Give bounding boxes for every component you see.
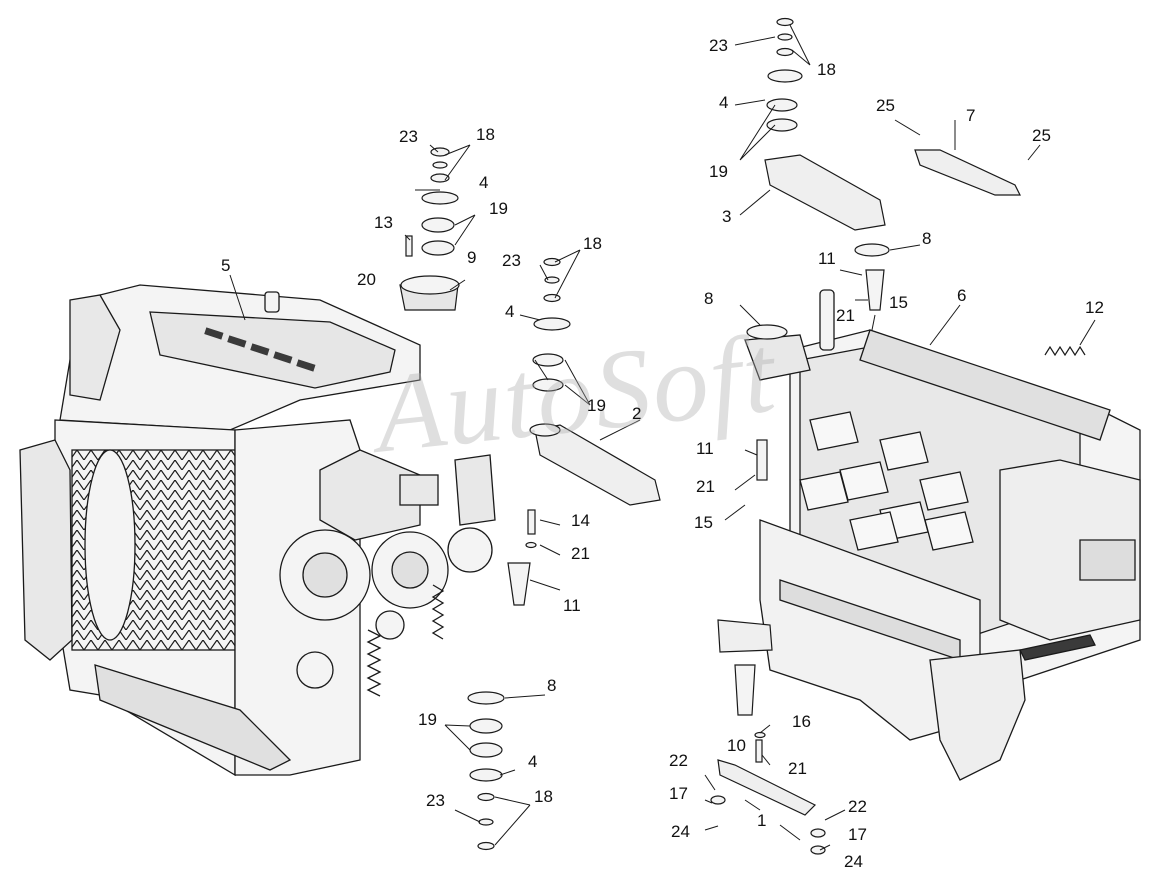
callout-12: 12 — [1085, 298, 1104, 317]
lever-part-2 — [534, 424, 661, 506]
callout-21: 21 — [836, 306, 855, 325]
callout-19: 19 — [587, 396, 606, 415]
arm-part-3 — [764, 154, 886, 231]
rod-part-1 — [717, 759, 817, 816]
callout-11: 11 — [696, 439, 714, 458]
callout-5: 5 — [221, 256, 231, 275]
callout-22: 22 — [848, 797, 867, 816]
callout-23: 23 — [399, 127, 418, 146]
right-housing-assembly — [744, 289, 1141, 781]
callout-18: 18 — [583, 234, 602, 253]
callout-24: 24 — [671, 822, 690, 841]
callout-18: 18 — [476, 125, 495, 144]
callout-4: 4 — [479, 173, 489, 192]
callout-17: 17 — [669, 784, 688, 803]
callout-6: 6 — [957, 286, 967, 305]
callout-11: 11 — [563, 596, 581, 615]
callout-16: 16 — [792, 712, 811, 731]
callout-2: 2 — [632, 404, 642, 423]
callout-20: 20 — [357, 270, 376, 289]
left-top-stack — [399, 147, 460, 311]
callout-8: 8 — [704, 289, 714, 308]
callout-18: 18 — [534, 787, 553, 806]
bottom-left-stack — [467, 691, 505, 851]
callout-13: 13 — [374, 213, 393, 232]
callout-19: 19 — [489, 199, 508, 218]
callout-11: 11 — [818, 249, 836, 268]
callout-23: 23 — [709, 36, 728, 55]
callout-10: 10 — [727, 736, 746, 755]
callout-18: 18 — [817, 60, 836, 79]
callout-25: 25 — [876, 96, 895, 115]
callout-4: 4 — [528, 752, 538, 771]
callout-25: 25 — [1032, 126, 1051, 145]
rod-part-7 — [914, 149, 1021, 196]
callout-21: 21 — [696, 477, 715, 496]
callout-7: 7 — [966, 106, 976, 125]
callout-8: 8 — [547, 676, 557, 695]
callout-8: 8 — [922, 229, 932, 248]
leader-lines — [229, 24, 1096, 851]
callout-19: 19 — [709, 162, 728, 181]
callout-1: 1 — [757, 811, 767, 830]
callout-23: 23 — [426, 791, 445, 810]
left-housing-assembly — [19, 284, 496, 777]
middle-stack — [532, 257, 571, 392]
callout-15: 15 — [694, 513, 713, 532]
callout-21: 21 — [571, 544, 590, 563]
callout-14: 14 — [571, 511, 590, 530]
callout-4: 4 — [505, 302, 515, 321]
callout-19: 19 — [418, 710, 437, 729]
callout-22: 22 — [669, 751, 688, 770]
callout-24: 24 — [844, 852, 863, 871]
callout-17: 17 — [848, 825, 867, 844]
right-top-stack — [766, 17, 803, 132]
callout-23: 23 — [502, 251, 521, 270]
callout-15: 15 — [889, 293, 908, 312]
callout-9: 9 — [467, 248, 477, 267]
bracket-part-10 — [717, 619, 773, 653]
callout-21: 21 — [788, 759, 807, 778]
callout-3: 3 — [722, 207, 732, 226]
callout-4: 4 — [719, 93, 729, 112]
